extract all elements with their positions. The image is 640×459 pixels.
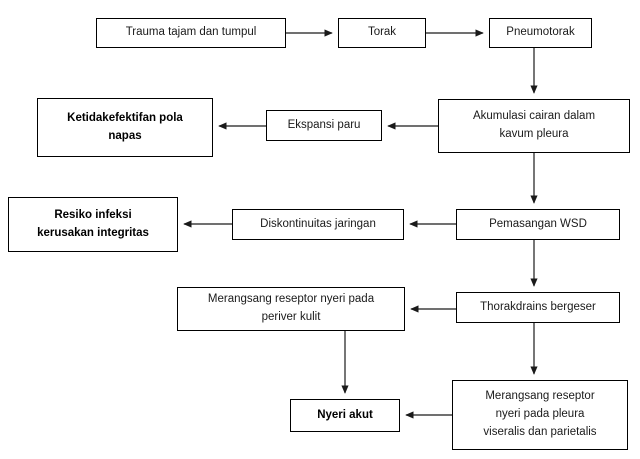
node-ketidak: Ketidakefektifan pola napas <box>37 98 213 157</box>
node-label-diskontinuitas: Diskontinuitas jaringan <box>260 217 376 230</box>
node-pneumotorak: Pneumotorak <box>489 18 592 48</box>
node-label-trauma: Trauma tajam dan tumpul <box>125 26 257 39</box>
node-merangsang_pleura: Merangsang reseptor nyeri pada pleura vi… <box>452 380 628 450</box>
node-label-thorakdrains: Thorakdrains bergeser <box>480 300 596 313</box>
node-label-merangsang_pleura: Merangsang reseptor nyeri pada pleura vi… <box>483 390 597 438</box>
node-label-pneumotorak: Pneumotorak <box>506 26 575 39</box>
node-label-torak: Torak <box>367 26 397 39</box>
node-label-akumulasi: Akumulasi cairan dalam kavum pleura <box>472 110 596 140</box>
node-ekspansi: Ekspansi paru <box>266 110 382 141</box>
node-diskontinuitas: Diskontinuitas jaringan <box>232 209 404 240</box>
node-label-nyeri_akut: Nyeri akut <box>317 408 373 421</box>
node-merangsang_kulit: Merangsang reseptor nyeri pada periver k… <box>177 287 405 331</box>
node-label-pemasangan: Pemasangan WSD <box>489 217 587 230</box>
node-resiko: Resiko infeksi kerusakan integritas <box>8 197 178 252</box>
node-pemasangan: Pemasangan WSD <box>456 209 620 240</box>
node-nyeri_akut: Nyeri akut <box>290 399 400 432</box>
node-label-merangsang_kulit: Merangsang reseptor nyeri pada periver k… <box>207 293 375 323</box>
node-label-ekspansi: Ekspansi paru <box>287 118 361 131</box>
node-trauma: Trauma tajam dan tumpul <box>96 18 286 48</box>
node-torak: Torak <box>338 18 426 48</box>
node-label-ketidak: Ketidakefektifan pola napas <box>67 111 183 142</box>
node-label-resiko: Resiko infeksi kerusakan integritas <box>37 208 149 239</box>
node-akumulasi: Akumulasi cairan dalam kavum pleura <box>438 99 630 153</box>
node-thorakdrains: Thorakdrains bergeser <box>456 292 620 323</box>
